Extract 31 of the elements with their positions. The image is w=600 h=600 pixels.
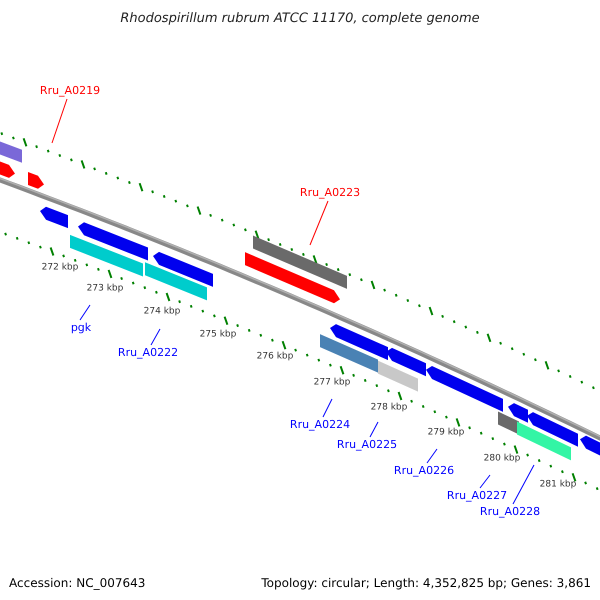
leader-line (80, 304, 90, 320)
leader-line (52, 98, 68, 144)
position-label: 280 kbp (484, 454, 520, 464)
leader-line (512, 464, 534, 504)
leader-line (480, 474, 490, 488)
position-label: 279 kbp (428, 428, 464, 438)
gene-label: pgk (70, 321, 92, 335)
position-label: 273 kbp (86, 284, 124, 294)
accession-text: Accession: NC_007643 (9, 575, 146, 592)
position-label: 272 kbp (42, 262, 78, 274)
gene-label: Rru_A0219 (40, 84, 100, 98)
leader-line (310, 200, 328, 246)
gene-label: Rru_A0223 (300, 186, 360, 200)
gene-label: Rru_A0225 (336, 438, 398, 452)
genome-summary-text: Topology: circular; Length: 4,352,825 bp; Genes: 3,861 (261, 575, 591, 592)
position-label: 278 kbp (370, 402, 408, 414)
gene-label: Rru_A0227 (446, 489, 508, 503)
position-label: 274 kbp (144, 306, 180, 318)
gene-label: Rru_A0224 (290, 418, 350, 432)
position-label: 276 kbp (256, 352, 294, 362)
position-label: 275 kbp (200, 330, 236, 340)
gene-label: Rru_A0228 (480, 505, 540, 519)
leader-line (426, 448, 438, 464)
title: Rhodospirillum rubrum ATCC 11170, complete genome (119, 10, 481, 28)
gene-label: Rru_A0226 (394, 464, 454, 478)
gene-label: Rru_A0222 (118, 346, 178, 360)
leader-line (370, 422, 378, 438)
position-label: 277 kbp (314, 378, 350, 388)
leader-line (322, 398, 332, 418)
leader-line (150, 328, 160, 346)
position-label: 281 kbp (540, 480, 576, 490)
